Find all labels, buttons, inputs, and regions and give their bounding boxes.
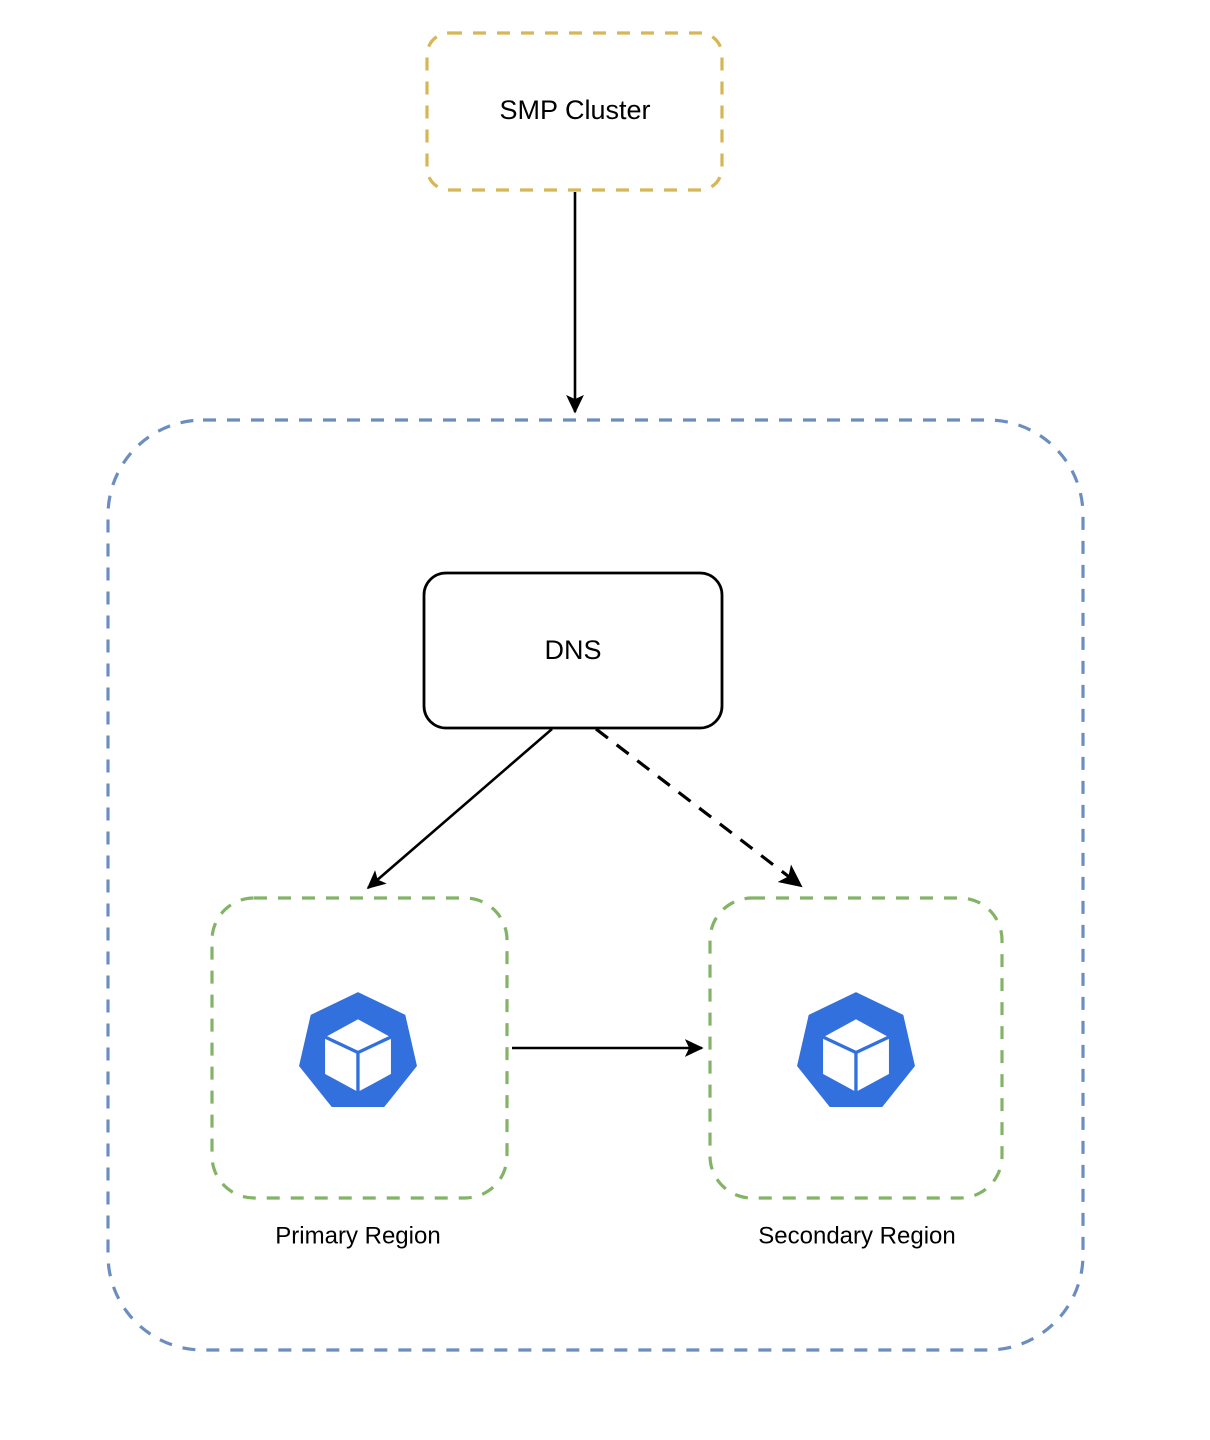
edge-dns-to-secondary-region bbox=[595, 727, 803, 888]
smp-cluster-box[interactable] bbox=[425, 31, 724, 192]
dns-label: DNS bbox=[544, 635, 601, 665]
dns-box[interactable] bbox=[422, 571, 724, 730]
secondary-region-label: Secondary Region bbox=[758, 1222, 955, 1249]
primary-region-label: Primary Region bbox=[275, 1222, 440, 1249]
smp-cluster-label: SMP Cluster bbox=[499, 95, 650, 125]
platform-boundary-container bbox=[106, 418, 1085, 1352]
edge-dns-to-primary-region bbox=[366, 728, 553, 890]
